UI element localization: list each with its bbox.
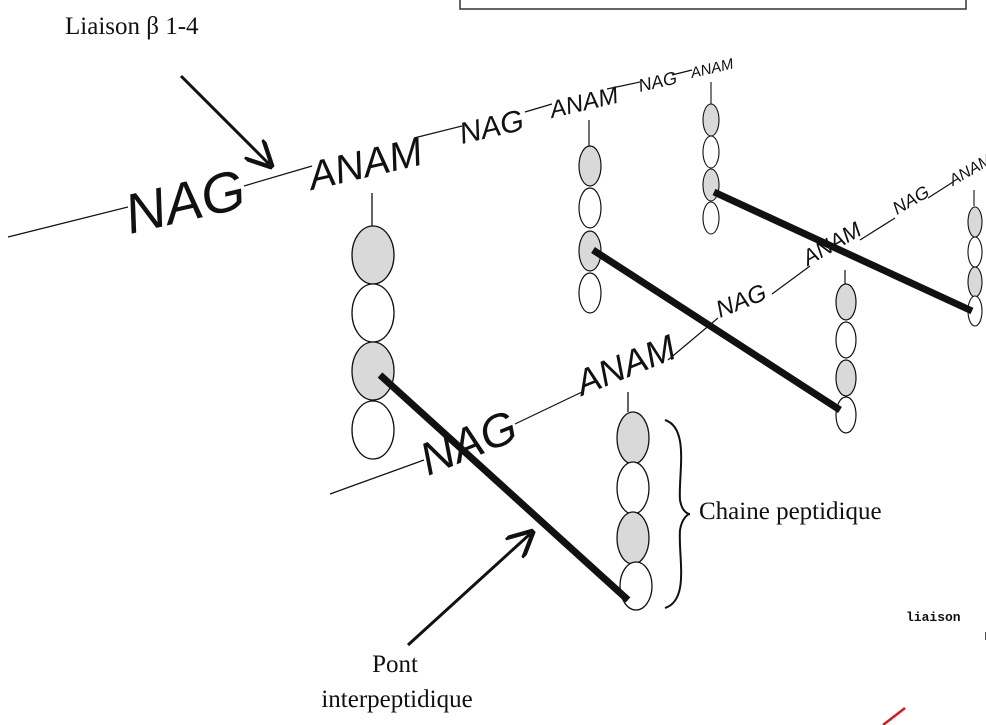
peptide-chain [835, 270, 857, 434]
amino-acid [616, 461, 650, 515]
amino-acid [351, 283, 395, 343]
amino-acid [835, 283, 857, 321]
anam-sugar: ANAM [302, 130, 427, 199]
peptide-chain [967, 190, 983, 327]
amino-acid [578, 230, 602, 272]
amino-acid [702, 135, 720, 169]
nag-sugar: NAG [456, 104, 527, 151]
glycosidic-bond-label: Liaison β 1-4 [65, 13, 199, 40]
nag-sugar: NAG [119, 157, 251, 246]
peptide-chain [616, 392, 653, 611]
amino-acid [351, 400, 395, 460]
amino-acid [351, 341, 395, 401]
caption-box [459, 0, 967, 10]
peptide-chain-brace [664, 419, 691, 609]
interpeptide-bridge [712, 188, 974, 315]
anam-sugar: ANAM [688, 55, 736, 82]
anam-sugar-cut: ANAM [946, 151, 986, 190]
peptide-chain [702, 82, 720, 235]
glycan-strand-back [7, 69, 693, 238]
bridge-arrow [406, 534, 530, 647]
red-mark [882, 707, 906, 725]
amino-acid [835, 359, 857, 397]
interpeptide-bridge [591, 247, 842, 413]
amino-acid [578, 272, 602, 314]
amino-acid [578, 145, 602, 187]
glycosidic-bond-arrow [179, 74, 269, 164]
nag-sugar: NAG [412, 400, 524, 486]
anam-sugar: ANAM [545, 82, 621, 124]
amino-acid [702, 201, 720, 235]
amino-acid [619, 561, 653, 611]
peptide-chain-label: Chaine peptidique [699, 498, 882, 525]
amino-acid [702, 103, 720, 137]
nag-sugar: NAG [636, 68, 679, 96]
interpeptide-bridge [377, 372, 631, 603]
amino-acid [578, 187, 602, 229]
amino-acid [835, 321, 857, 359]
nag-sugar: NAG [712, 279, 770, 324]
amino-acid [616, 511, 650, 565]
peptide-chain [351, 193, 395, 460]
bridge-label-line1: Pont [372, 651, 418, 678]
amino-acid [351, 225, 395, 285]
amino-acid [967, 206, 983, 238]
amino-acid [835, 396, 857, 434]
glycan-sugars-back: NAG ANAM NAG ANAM NAG ANAM [119, 55, 736, 245]
nag-sugar: NAG [889, 182, 933, 219]
amino-acid [967, 236, 983, 268]
bridge-label-line2: interpeptidique [321, 686, 472, 713]
interpeptide-bridges [377, 188, 974, 603]
peptide-chain [578, 120, 602, 314]
glycan-strand-right [859, 181, 954, 241]
anam-sugar: ANAM [568, 326, 682, 404]
amino-acid [967, 266, 983, 298]
cut-liaison-text: liaison [906, 610, 961, 625]
glycan-sugars-right: ANAM NAG ANAM [796, 151, 986, 271]
amino-acid [616, 411, 650, 465]
